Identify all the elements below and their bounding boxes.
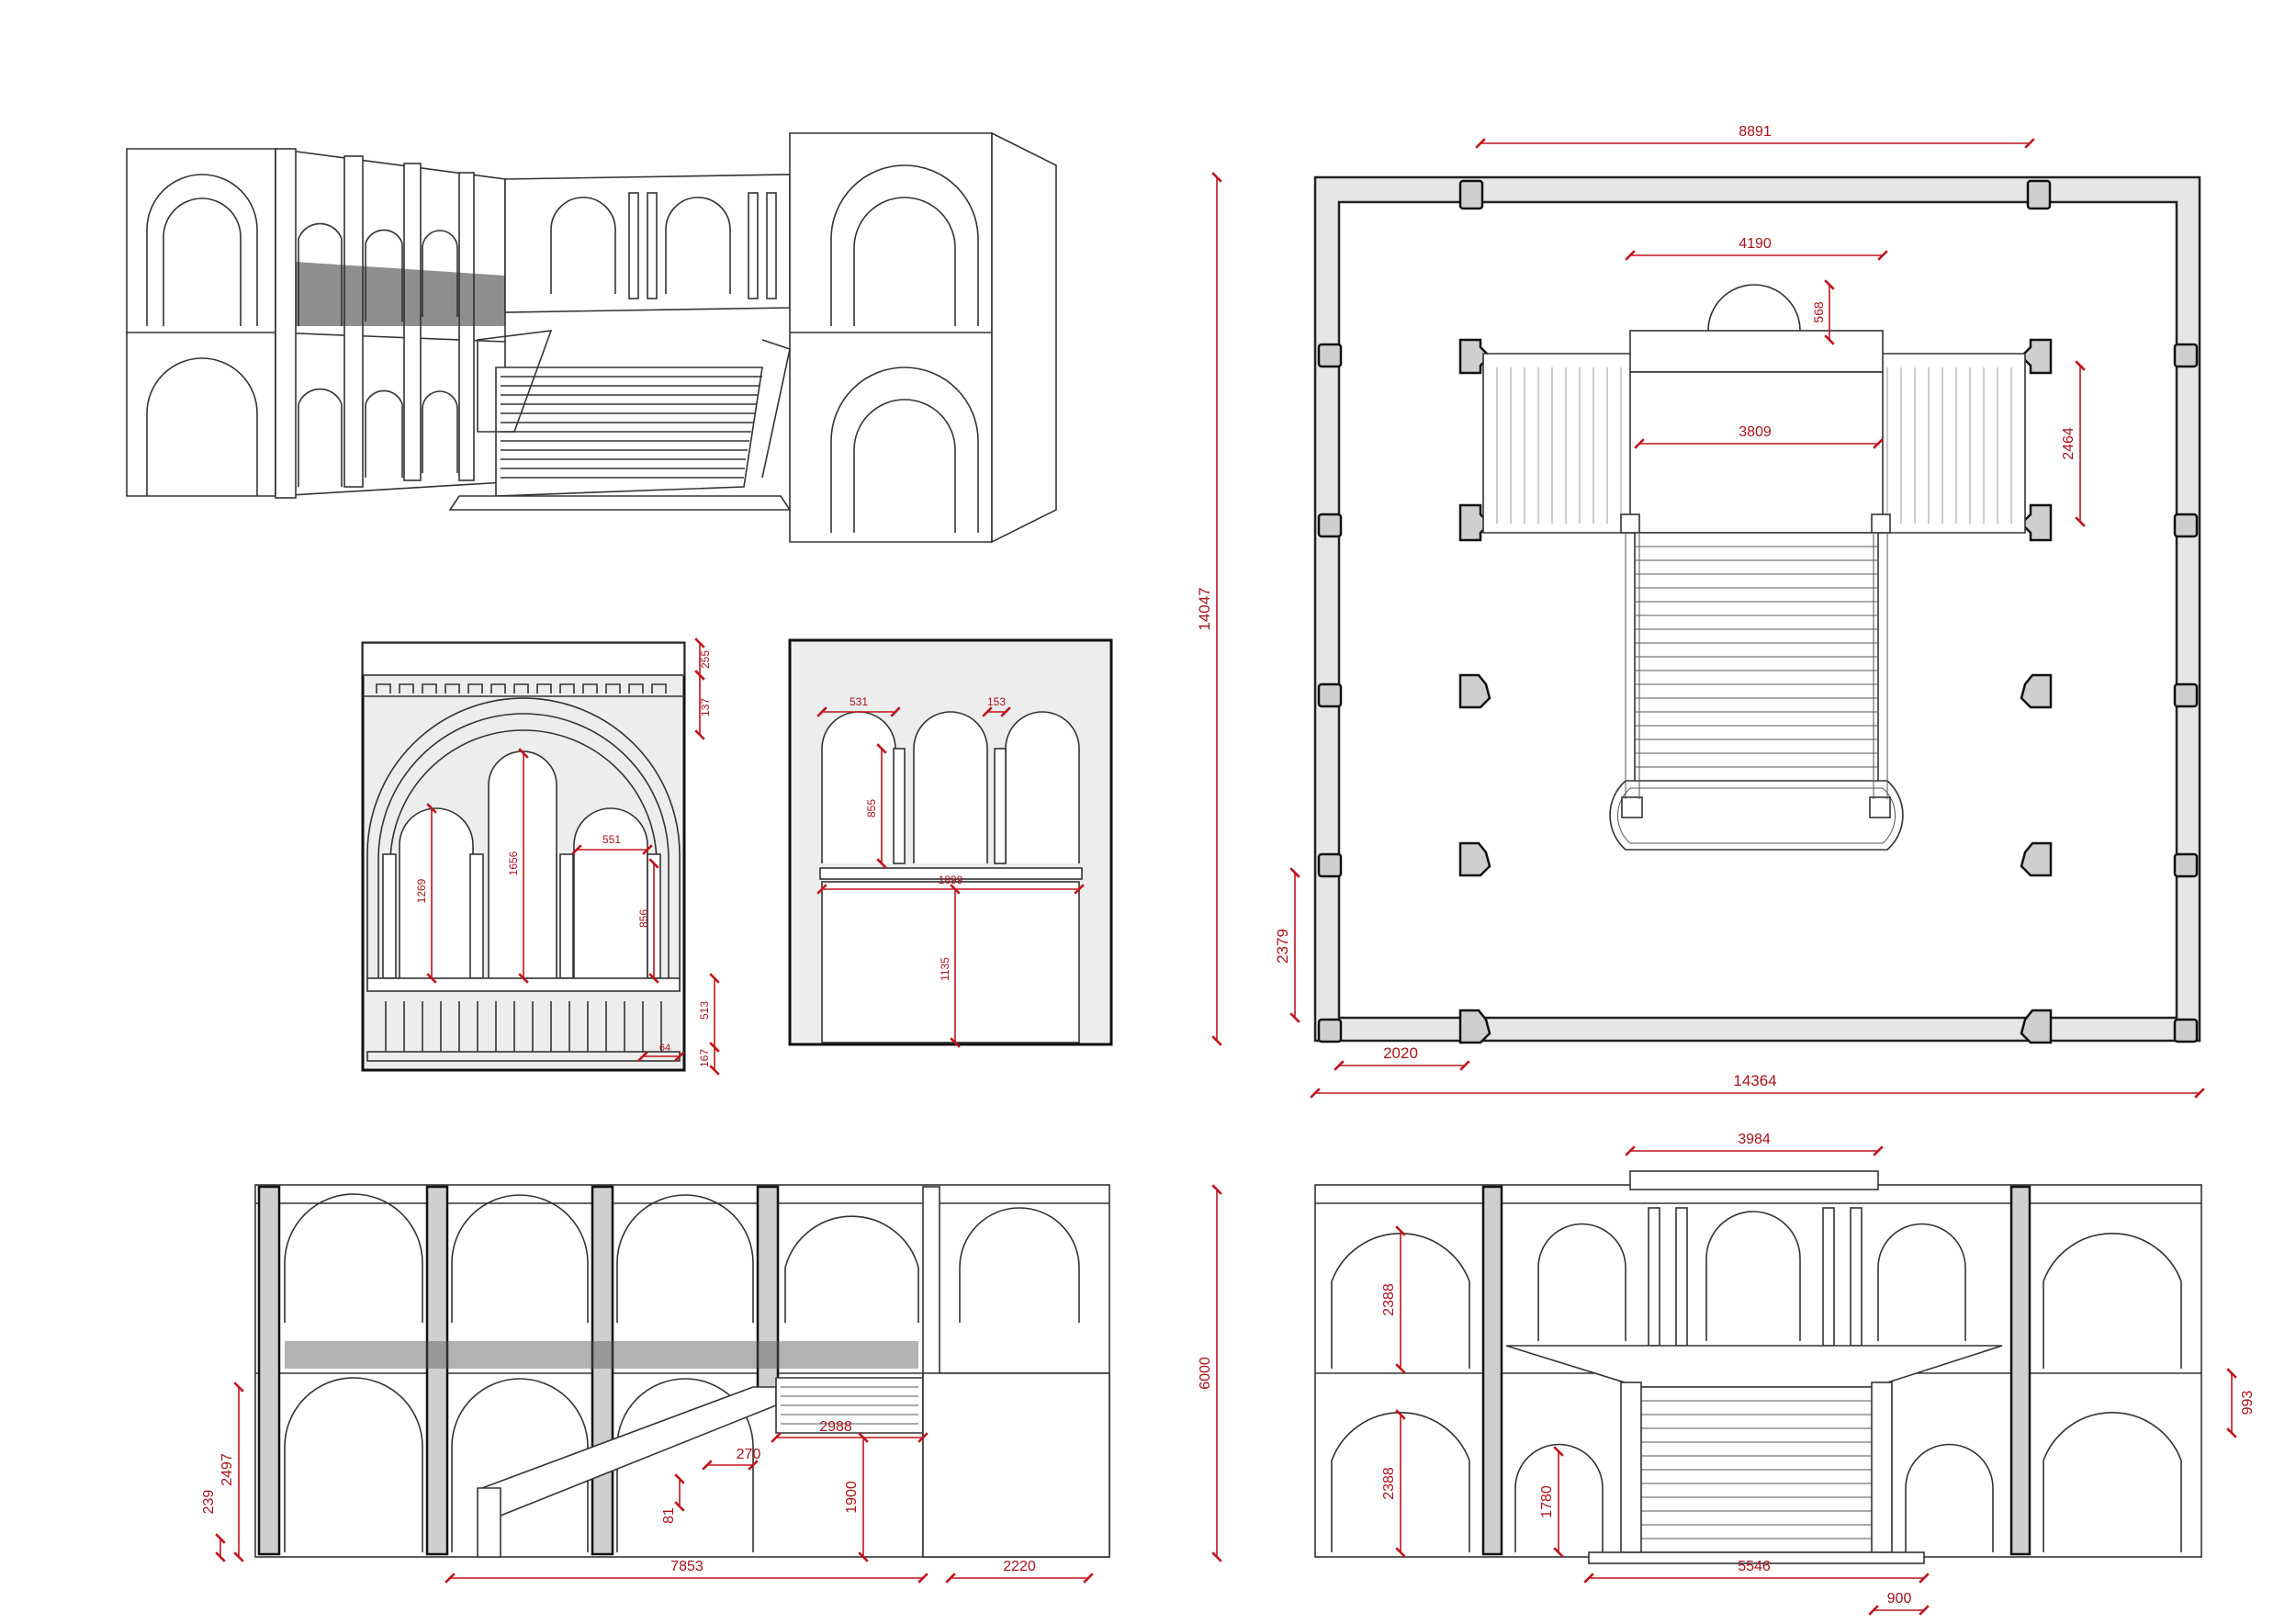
dim-side-2220: 2220 — [1003, 1559, 1036, 1574]
dim-window-855: 855 — [865, 799, 878, 818]
dim-arch-856: 856 — [637, 909, 650, 928]
dim-window-531: 531 — [850, 695, 868, 708]
dim-front-5546: 5546 — [1738, 1559, 1771, 1574]
dim-plan-2020: 2020 — [1383, 1044, 1418, 1062]
dim-arch-1656: 1656 — [507, 851, 520, 875]
dim-side-239: 239 — [201, 1490, 217, 1515]
dim-plan-14364: 14364 — [1733, 1072, 1776, 1089]
dim-front-6000: 6000 — [1198, 1357, 1213, 1390]
dim-side-2497: 2497 — [219, 1453, 235, 1486]
dim-arch-551: 551 — [602, 833, 621, 846]
plan-staircase — [1482, 284, 2026, 851]
dim-plan-3809: 3809 — [1739, 424, 1772, 440]
dimension-lines — [215, 138, 2237, 1616]
front-elevation — [1314, 1170, 2202, 1564]
dim-plan-2379: 2379 — [1274, 929, 1291, 964]
perspective-view — [126, 131, 1057, 544]
dim-window-1135: 1135 — [939, 957, 951, 981]
dim-front-993: 993 — [2240, 1391, 2256, 1415]
dim-arch-255: 255 — [699, 650, 712, 669]
dim-arch-167: 167 — [698, 1049, 711, 1067]
dim-arch-513: 513 — [698, 1001, 711, 1020]
side-section — [254, 1184, 1110, 1558]
dim-arch-64: 64 — [659, 1043, 670, 1054]
dim-arch-137: 137 — [699, 698, 712, 716]
dim-plan-568: 568 — [1811, 301, 1826, 323]
dim-plan-2464: 2464 — [2061, 427, 2077, 460]
dim-plan-8891: 8891 — [1739, 124, 1772, 140]
dim-window-1899: 1899 — [939, 874, 963, 886]
plan-wall-pillars — [1317, 179, 2199, 1043]
dimension-labels: 8891 4190 568 3809 2464 14047 2379 2020 … — [201, 124, 2256, 1607]
window-detail — [788, 638, 1113, 1046]
dim-front-2388-lower: 2388 — [1381, 1467, 1397, 1500]
dim-arch-1269: 1269 — [415, 878, 428, 903]
dim-plan-14047: 14047 — [1196, 587, 1213, 630]
dim-front-900: 900 — [1887, 1591, 1912, 1607]
dim-window-153: 153 — [987, 695, 1006, 708]
dim-side-270: 270 — [737, 1447, 761, 1462]
dim-front-2388-upper: 2388 — [1381, 1283, 1397, 1316]
dim-plan-4190: 4190 — [1739, 236, 1772, 252]
dim-side-7853: 7853 — [670, 1559, 703, 1574]
dim-side-81: 81 — [661, 1507, 677, 1524]
dim-front-1780: 1780 — [1539, 1485, 1555, 1518]
dim-front-3984: 3984 — [1738, 1132, 1771, 1147]
dim-side-2988: 2988 — [819, 1419, 852, 1435]
plan-interior-pillars — [1458, 338, 2053, 1044]
dim-side-1900: 1900 — [844, 1481, 860, 1514]
plan-view — [1313, 175, 2201, 1044]
perspective-staircase — [448, 330, 792, 511]
